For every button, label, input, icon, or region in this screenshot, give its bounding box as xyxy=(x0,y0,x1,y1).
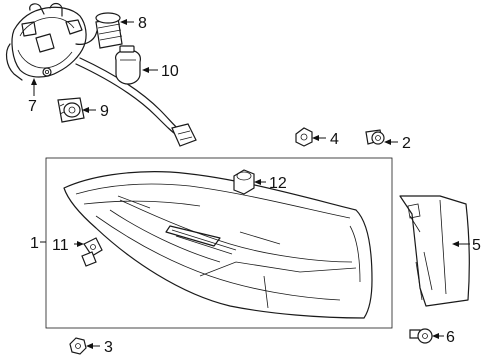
bulb-socket-11 xyxy=(81,237,103,267)
bolt-part-2 xyxy=(365,129,385,145)
wiring-harness xyxy=(5,2,197,147)
tail-lamp-assembly xyxy=(63,171,373,319)
side-lamp-part xyxy=(399,195,470,307)
socket-part xyxy=(95,12,123,49)
callout-4: 4 xyxy=(330,131,339,148)
callout-labels: 8 10 7 9 4 2 12 1 11 5 6 3 xyxy=(28,15,481,356)
nut-part-3 xyxy=(69,337,87,355)
nut-part-12 xyxy=(233,169,255,195)
small-socket-part xyxy=(57,97,85,123)
callout-7: 7 xyxy=(28,98,37,115)
lamp-assembly-frame xyxy=(45,157,393,329)
clip-part xyxy=(295,127,313,147)
bulb-part xyxy=(115,45,141,85)
callout-12: 12 xyxy=(269,175,287,192)
callout-2: 2 xyxy=(402,135,411,152)
callout-10: 10 xyxy=(161,63,179,80)
callout-9: 9 xyxy=(100,103,109,120)
leader-lines xyxy=(31,19,470,349)
screw-part-6 xyxy=(409,328,433,344)
callout-8: 8 xyxy=(138,15,147,32)
callout-5: 5 xyxy=(472,237,481,254)
callout-1: 1 xyxy=(30,235,39,252)
callout-11: 11 xyxy=(52,237,69,254)
callout-3: 3 xyxy=(104,339,113,356)
callout-6: 6 xyxy=(446,329,455,346)
